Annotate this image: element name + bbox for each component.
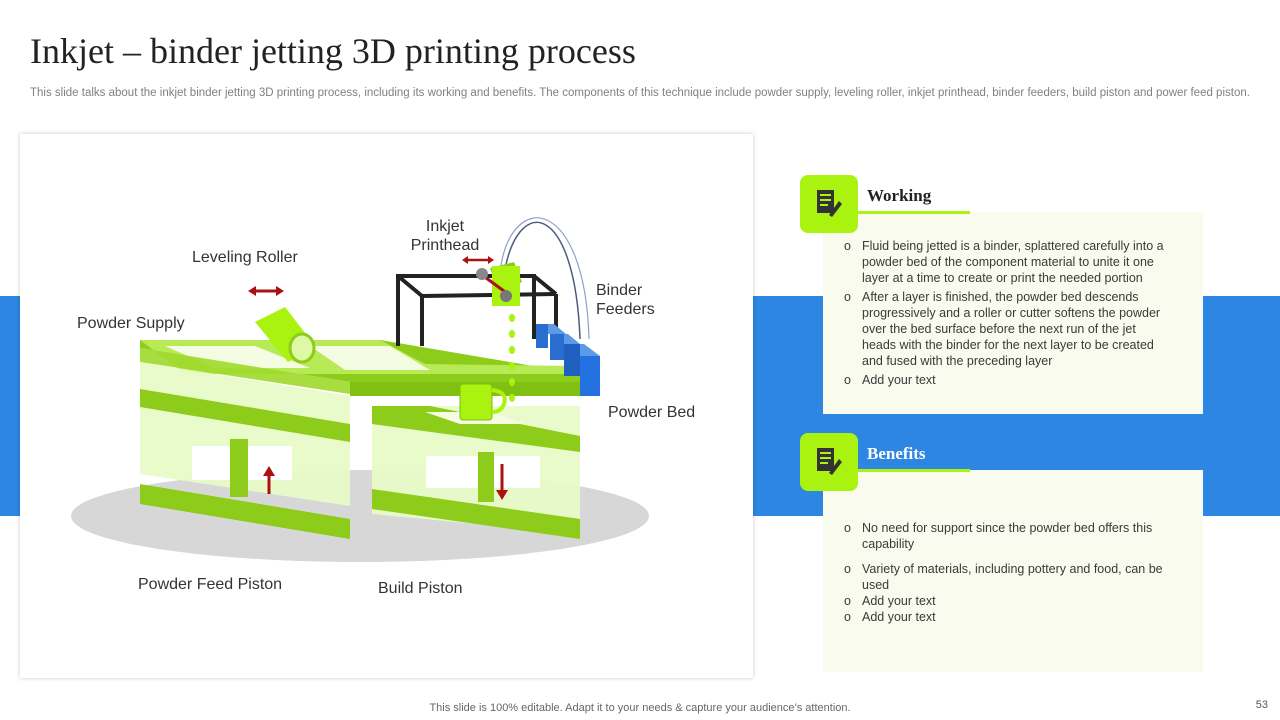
page-number: 53 [1255, 699, 1268, 711]
list-item: No need for support since the powder bed… [840, 520, 1166, 552]
powder-supply-tray [165, 346, 310, 368]
roller-track [310, 346, 430, 370]
label-binder-feeders: Binder Feeders [596, 282, 655, 318]
benefits-list: No need for support since the powder bed… [840, 520, 1166, 625]
binder-feeders [536, 324, 600, 396]
working-icon-box [800, 175, 858, 233]
powder-feed-piston-rod [230, 439, 248, 497]
build-piston-rod [478, 452, 494, 502]
list-item: Variety of materials, including pottery … [840, 561, 1166, 593]
blue-band-left [0, 296, 20, 516]
label-powder-feed-piston: Powder Feed Piston [138, 576, 283, 593]
build-band-bottom [372, 489, 580, 539]
label-leveling-roller: Leveling Roller [192, 249, 298, 266]
slide-subtitle: This slide talks about the inkjet binder… [30, 87, 1250, 99]
label-build-piston: Build Piston [378, 580, 463, 597]
binder-droplets [509, 314, 515, 402]
gantry-frame [396, 274, 558, 346]
list-item: After a layer is finished, the powder be… [840, 289, 1166, 369]
slide-footer: This slide is 100% editable. Adapt it to… [429, 702, 851, 714]
working-underline [858, 211, 970, 214]
label-inkjet-printhead: Inkjet Printhead [410, 218, 480, 254]
binder-tube-1 [504, 221, 581, 340]
label-powder-supply: Powder Supply [77, 315, 185, 332]
printed-cup [459, 383, 493, 421]
benefits-underline [858, 469, 970, 472]
benefits-icon-box [800, 433, 858, 491]
slide-title: Inkjet – binder jetting 3D printing proc… [30, 31, 636, 71]
powder-feed-band-top [140, 389, 350, 442]
list-item: Add your text [840, 609, 1166, 625]
list-item: Fluid being jetted is a binder, splatter… [840, 238, 1166, 286]
list-item: Add your text [840, 372, 1166, 388]
list-item: Add your text [840, 593, 1166, 609]
binder-tube-2 [499, 217, 590, 340]
process-diagram: Inkjet Printhead Leveling Roller Powder … [20, 134, 753, 678]
printer-illustration [71, 217, 649, 562]
powder-feed-band-bottom [140, 484, 350, 539]
working-title: Working [867, 186, 932, 205]
working-list: Fluid being jetted is a binder, splatter… [840, 238, 1166, 388]
label-powder-bed: Powder Bed [608, 404, 696, 421]
build-band-top [372, 406, 580, 452]
document-pen-icon [817, 190, 842, 217]
document-pen-icon [817, 448, 842, 475]
benefits-title: Benefits [867, 444, 926, 463]
